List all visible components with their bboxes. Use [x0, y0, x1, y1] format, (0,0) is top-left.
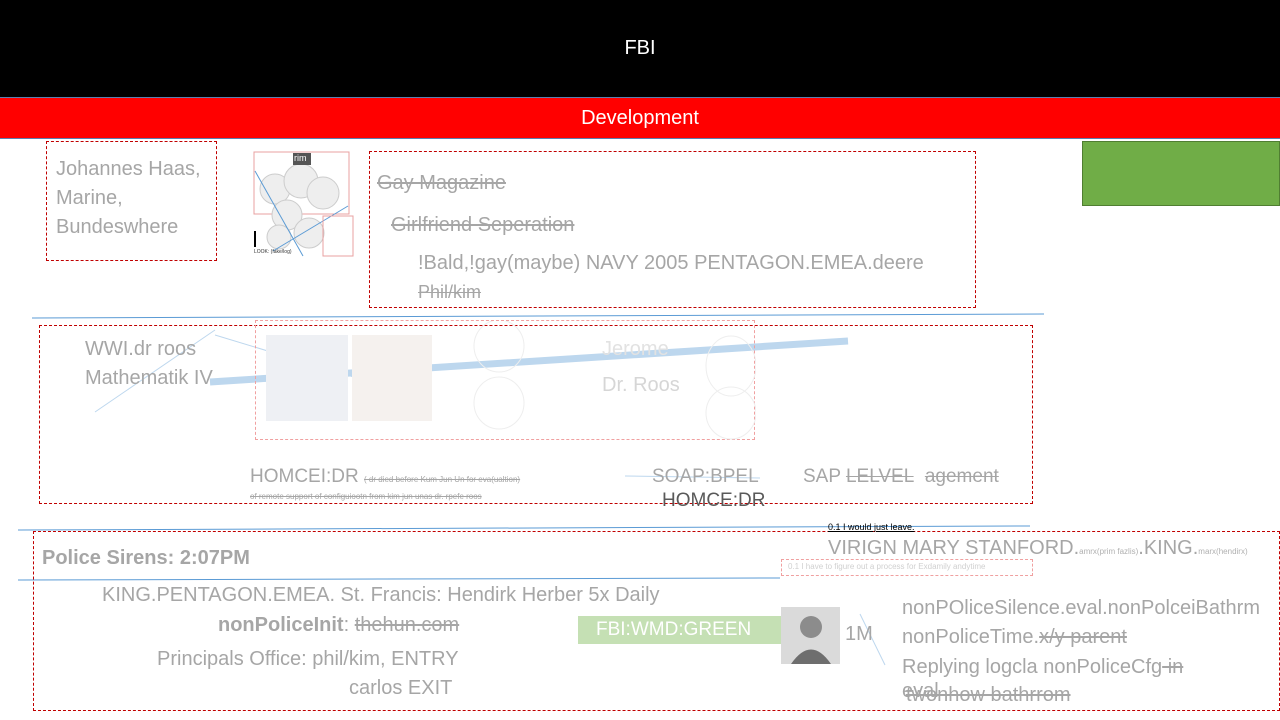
sap-strike: LELVEL [845, 466, 914, 487]
portrait-photo[interactable] [781, 607, 840, 664]
homcei-text: HOMCEI:DR [250, 466, 359, 487]
time-label: nonPoliceTime. [902, 626, 1040, 648]
green-block[interactable] [1082, 141, 1280, 206]
thumbnail-caption: LOOK: (fake/log) [254, 249, 292, 255]
replying-text: Replying logcla nonPoliceCfg [902, 656, 1163, 678]
jerome-label: Jerome [602, 338, 669, 360]
init-sep: : [343, 614, 355, 636]
principals-line: Principals Office: phil/kim, ENTRY [157, 648, 459, 670]
girlfriend-text: Girlfriend Seperation [391, 214, 575, 236]
person-photo-2 [352, 335, 432, 421]
virign-small-2: marx(hendirx) [1198, 547, 1248, 556]
homcei-label: HOMCEI:DR ( dr died before Kum Jun Un fo… [250, 466, 520, 488]
police-sirens: Police Sirens: 2:07PM [42, 547, 250, 569]
wmd-status-badge[interactable]: FBI:WMD:GREEN [578, 616, 783, 644]
virign-text: VIRIGN MARY STANFORD. [828, 537, 1080, 559]
init-line: nonPoliceInit: thehun.com [218, 614, 459, 637]
i-would-note: 0.1 I would just leave. [828, 522, 915, 532]
profile-name: Johannes Haas, [56, 158, 201, 180]
count-label: 1M [845, 623, 873, 645]
king-line: KING.PENTAGON.EMEA. St. Francis: Hendirk… [102, 584, 660, 606]
bubble-diagram-icon [253, 151, 354, 257]
wwi-title: WWI.dr roos [85, 338, 197, 360]
eval-text: eval [902, 680, 939, 702]
replying-line: Replying logcla nonPoliceCfg in [902, 656, 1183, 679]
replying-strike: in [1162, 656, 1184, 678]
init-value[interactable]: thehun.com [354, 614, 460, 636]
wwi-box [39, 325, 1033, 504]
carlos-line: carlos EXIT [349, 677, 453, 699]
silence-line: nonPOliceSilence.eval.nonPolceiBathrm [902, 597, 1260, 619]
figure-note-box: 0.1 I have to figure out a process for E… [781, 559, 1033, 576]
homce-dr-label: HOMCE:DR [662, 490, 766, 511]
bubble-outline-icon [473, 321, 756, 440]
figure-note: 0.1 I have to figure out a process for E… [788, 562, 986, 571]
person-photo [266, 335, 348, 421]
wwi-subject: Mathematik IV [85, 367, 213, 389]
portrait-icon [781, 607, 840, 664]
sap-label: SAP LELVEL agement [803, 466, 999, 488]
profile-box [46, 141, 217, 261]
sap-suffix: agement [924, 466, 999, 487]
phil-kim-text: Phil/kim [418, 282, 482, 302]
virign-line: VIRIGN MARY STANFORD.amrx(prim fazlis).K… [828, 537, 1248, 560]
development-banner: Development [0, 97, 1280, 139]
time-strike: x/y parent [1039, 626, 1127, 648]
soap-label: SOAP:BPEL [652, 466, 759, 487]
header-bar: FBI [0, 0, 1280, 97]
time-line: nonPoliceTime.x/y parent [902, 626, 1127, 649]
gay-magazine-text: Gay Magazine [377, 172, 506, 194]
faded-image-box[interactable] [255, 320, 756, 440]
sap-prefix: SAP [803, 466, 841, 487]
bald-line: !Bald,!gay(maybe) NAVY 2005 PENTAGON.EME… [418, 252, 924, 274]
virign-small-1: amrx(prim fazlis) [1079, 547, 1139, 556]
header-title: FBI [624, 37, 656, 59]
homcei-note: ( dr died before Kum Jun Un for eva(ualt… [364, 475, 521, 484]
virign-king: .KING. [1138, 537, 1199, 559]
remote-note: of remote support of configuiootn from k… [250, 492, 482, 501]
profile-unit: Bundeswhere [56, 216, 179, 238]
thumbnail-label: rim [294, 153, 307, 163]
wmd-label: FBI:WMD:GREEN [596, 619, 752, 640]
init-label: nonPoliceInit [218, 614, 344, 636]
banner-title: Development [581, 107, 699, 129]
notes-box [369, 151, 976, 308]
twonhow-text: twonhow bathrrom [906, 684, 1071, 706]
profile-branch: Marine, [56, 187, 123, 209]
dr-roos-label: Dr. Roos [602, 374, 680, 396]
thumbnail-image[interactable]: rim LOOK: (fake/log) [253, 151, 355, 259]
